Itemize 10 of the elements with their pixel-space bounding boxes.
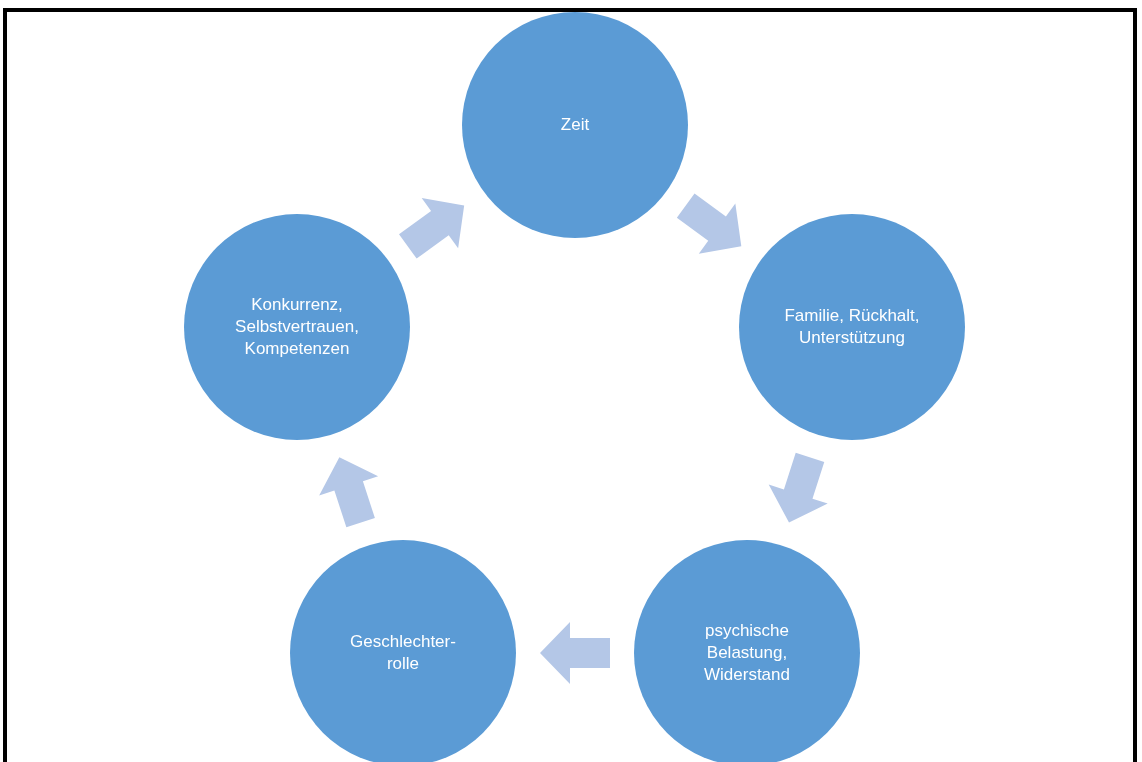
- node-label: Zeit: [559, 114, 591, 136]
- block-arrow: [676, 193, 742, 254]
- node-label: Familie, Rückhalt, Unterstützung: [783, 305, 921, 349]
- block-arrow: [540, 622, 610, 684]
- block-arrow: [399, 198, 465, 259]
- node-label: psychische Belastung, Widerstand: [703, 620, 791, 686]
- block-arrow: [319, 457, 379, 528]
- block-arrow: [768, 452, 828, 523]
- node-label: Konkurrenz, Selbstvertrauen, Kompetenzen: [234, 294, 360, 360]
- node-label: Geschlechter- rolle: [349, 631, 457, 675]
